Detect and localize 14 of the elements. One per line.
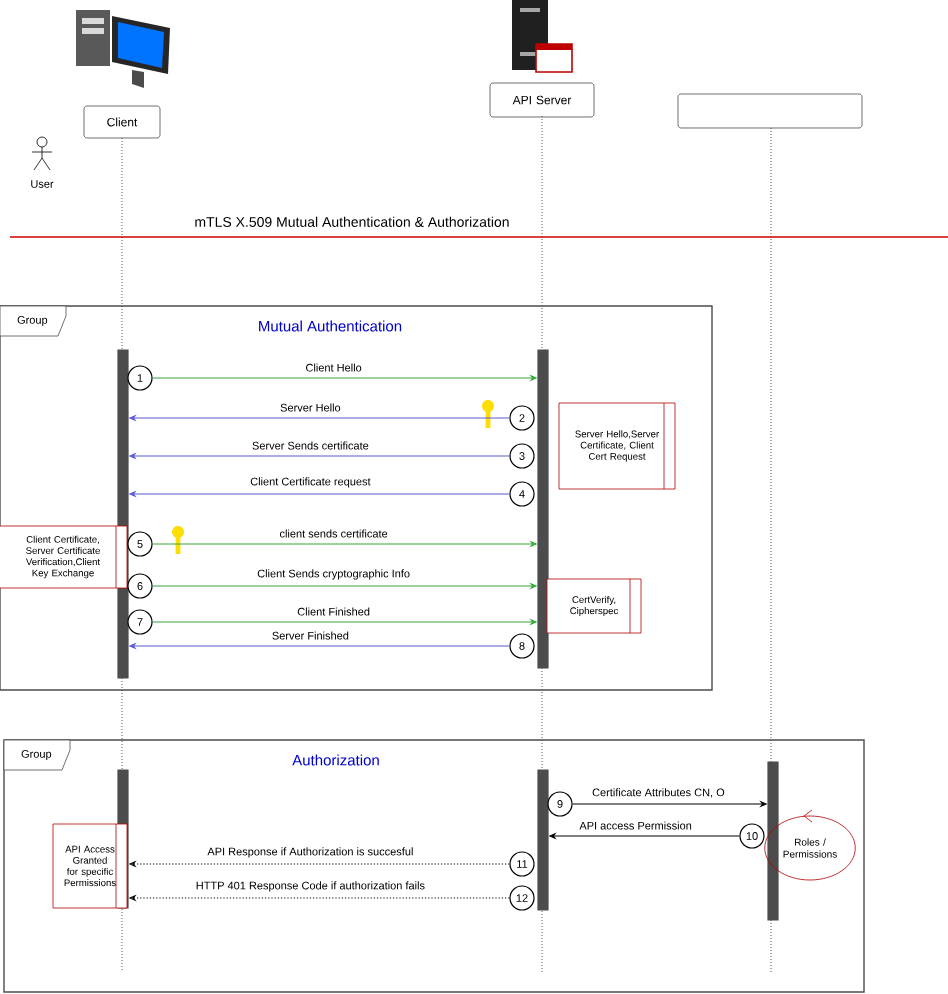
- arrow: [129, 643, 510, 649]
- arrow: [152, 583, 537, 589]
- arrow: [129, 415, 510, 421]
- activation-bar: [537, 349, 549, 669]
- arrow: [129, 453, 510, 459]
- activation-bar: [767, 761, 779, 921]
- arrow: [572, 801, 767, 807]
- arrow: [129, 491, 510, 497]
- arrow: [549, 833, 740, 839]
- arrow: [152, 375, 537, 381]
- activation-bar: [537, 769, 549, 911]
- participant-box: [677, 93, 863, 129]
- arrow: [152, 541, 537, 547]
- arrow: [152, 619, 537, 625]
